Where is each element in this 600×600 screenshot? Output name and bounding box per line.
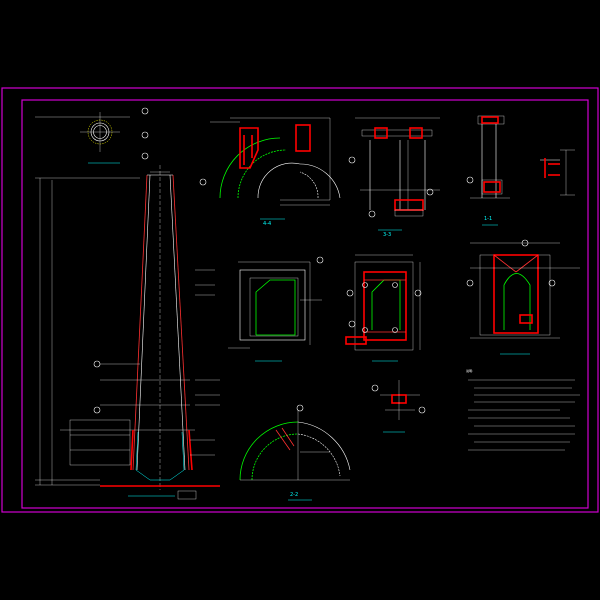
arched-opening-detail <box>466 239 580 355</box>
ring-section-detail <box>35 107 149 164</box>
section-4-4-label: 4-4 <box>263 221 271 227</box>
section-3-3: 3-3 <box>348 117 440 238</box>
section-2-2: 2-2 <box>239 404 351 501</box>
notes-heading: 说明: <box>466 368 473 373</box>
outer-frame <box>1 87 599 513</box>
section-2-2-label: 2-2 <box>290 492 298 498</box>
section-4-4: 4-4 <box>199 117 341 227</box>
chimney-base <box>35 419 220 487</box>
notes-block: 说明: <box>466 368 580 451</box>
section-1-1: 1-1 <box>466 115 510 226</box>
bracket-detail-small <box>371 380 426 433</box>
section-1-1-label: 1-1 <box>484 216 492 222</box>
bracket-detail <box>540 149 575 196</box>
opening-detail-left <box>228 256 324 362</box>
chimney-elevation <box>35 107 220 500</box>
opening-detail-rebar <box>345 254 422 362</box>
inner-frame <box>21 99 589 509</box>
section-3-3-label: 3-3 <box>383 232 391 238</box>
